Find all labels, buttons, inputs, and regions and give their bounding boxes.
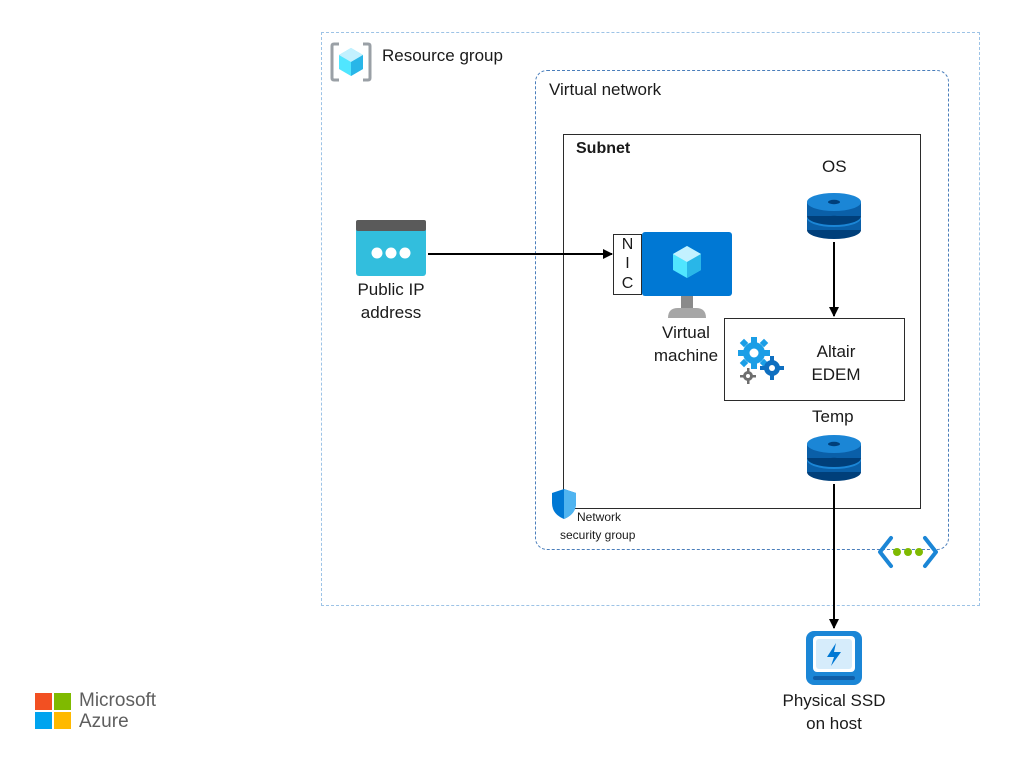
gears-icon bbox=[738, 337, 784, 384]
altair-edem-label: Altair EDEM bbox=[811, 342, 861, 384]
resource-group-boundary bbox=[321, 32, 980, 606]
nic-letter-c: C bbox=[621, 275, 634, 293]
virtual-network-icon bbox=[878, 536, 938, 568]
logo-square-blue bbox=[35, 712, 52, 729]
virtual-network-label: Virtual network bbox=[549, 80, 662, 99]
resource-group-label: Resource group bbox=[382, 46, 503, 65]
nsg-label: Network security group bbox=[560, 510, 636, 542]
virtual-network-boundary bbox=[535, 70, 949, 550]
public-ip-icon bbox=[356, 220, 426, 276]
public-ip-label: Public IP address bbox=[357, 280, 425, 322]
nic-letter-i: I bbox=[625, 255, 630, 273]
temp-disk-label: Temp bbox=[812, 407, 854, 426]
logo-square-red bbox=[35, 693, 52, 710]
logo-square-yellow bbox=[54, 712, 71, 729]
nic-letter-n: N bbox=[621, 235, 634, 253]
subnet-boundary bbox=[563, 134, 921, 509]
nic-box: N I C bbox=[613, 234, 642, 295]
logo-square-green bbox=[54, 693, 71, 710]
physical-ssd-label: Physical SSD on host bbox=[782, 691, 886, 733]
temp-disk-icon bbox=[807, 435, 861, 481]
microsoft-logo-icon bbox=[35, 693, 71, 729]
microsoft-azure-wordmark: Microsoft Azure bbox=[79, 690, 157, 732]
resource-group-icon bbox=[330, 42, 372, 82]
virtual-machine-label: Virtual machine bbox=[653, 323, 719, 365]
shield-icon bbox=[552, 489, 576, 519]
subnet-label: Subnet bbox=[576, 140, 631, 157]
virtual-machine-icon bbox=[642, 232, 732, 318]
os-disk-icon bbox=[807, 193, 861, 239]
os-disk-label: OS bbox=[822, 157, 847, 176]
physical-ssd-icon bbox=[806, 631, 862, 685]
